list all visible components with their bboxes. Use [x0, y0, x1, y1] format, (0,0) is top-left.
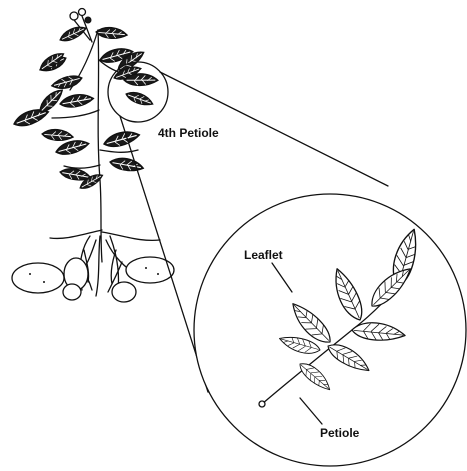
connector-line-bottom	[120, 116, 208, 392]
potato-tubers	[12, 257, 174, 302]
label-leaflet: Leaflet	[244, 248, 283, 262]
potato-plant	[12, 9, 174, 303]
label-petiole: Petiole	[320, 426, 360, 440]
label-4th-petiole: 4th Petiole	[158, 126, 219, 140]
plant-foliage	[12, 24, 145, 191]
